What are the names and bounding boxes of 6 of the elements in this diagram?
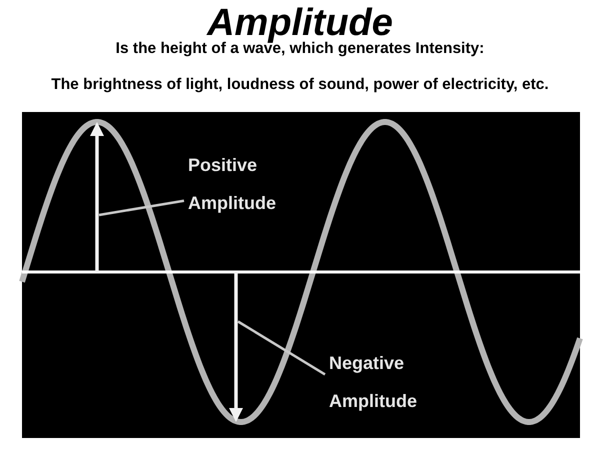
amplitude-label: Positive Amplitude bbox=[188, 155, 276, 213]
leader-line bbox=[237, 320, 326, 376]
leader-line bbox=[98, 199, 184, 216]
subtitle-text: The brightness of light, loudness of sound, power of electricity, etc. bbox=[50, 76, 550, 94]
title: Amplitude bbox=[206, 2, 393, 44]
amplitude-label: Negative Amplitude bbox=[329, 353, 417, 411]
